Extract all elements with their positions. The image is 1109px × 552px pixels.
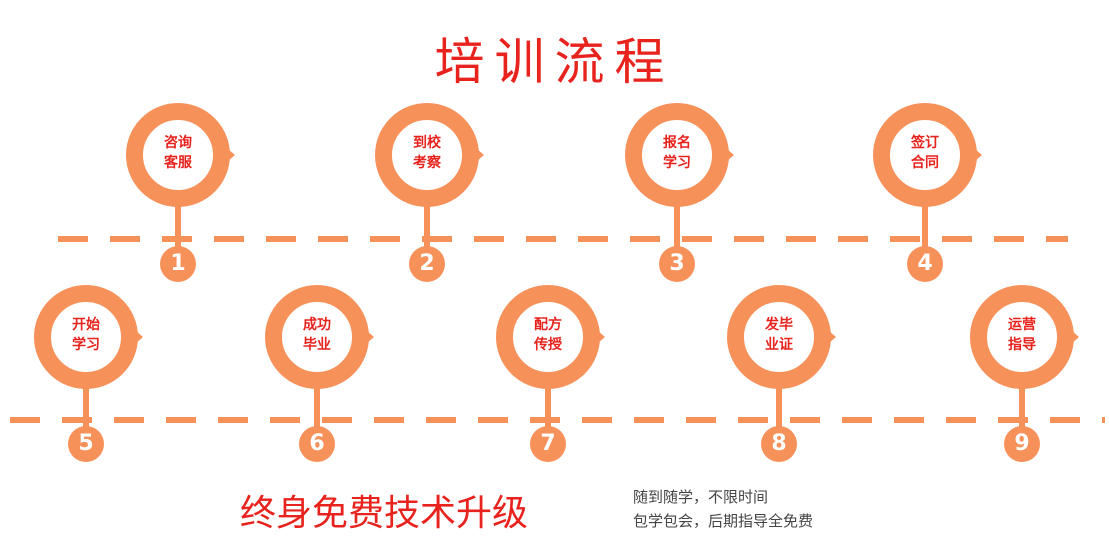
arrow-icon [136,331,143,343]
step-label-line-2: 学习 [663,155,691,171]
connector-stem [776,387,782,444]
step-ring [126,103,230,207]
step-label-line-1: 咨询 [164,135,192,151]
dashed-line-row-1 [58,236,1068,242]
arrow-icon [228,149,235,161]
arrow-icon [727,149,734,161]
slogan: 终身免费技术升级 [240,493,529,534]
step-number: 2 [409,246,445,282]
step-label-line-2: 指导 [1008,337,1036,353]
step-label: 咨询客服 [148,133,208,173]
connector-stem [545,387,551,444]
dashed-line-row-2 [10,417,1105,423]
arrow-icon [829,331,836,343]
step-label-line-2: 合同 [911,155,939,171]
note-line-1: 随到随学，不限时间 [633,488,769,506]
step-label: 配方传授 [518,315,578,355]
step-number: 1 [160,246,196,282]
step-label-line-2: 毕业 [303,337,331,353]
step-label-line-1: 发毕 [765,317,793,333]
step-number: 4 [907,246,943,282]
step-label-line-1: 报名 [663,135,691,151]
step-label: 成功毕业 [287,315,347,355]
connector-stem [1019,387,1025,444]
step-label-line-1: 签订 [911,135,939,151]
step-label-line-1: 配方 [534,317,562,333]
step-number: 7 [530,426,566,462]
arrow-icon [1072,331,1079,343]
step-label: 签订合同 [895,133,955,173]
step-label-line-2: 业证 [765,337,793,353]
step-number: 8 [761,426,797,462]
step-label-line-1: 运营 [1008,317,1036,333]
connector-stem [175,205,181,264]
connector-stem [922,205,928,264]
connector-stem [314,387,320,444]
step-label-line-1: 成功 [303,317,331,333]
step-label: 运营指导 [992,315,1052,355]
step-label: 报名学习 [647,133,707,173]
connector-stem [424,205,430,264]
step-label: 发毕业证 [749,315,809,355]
step-number: 9 [1004,426,1040,462]
step-label-line-2: 考察 [413,155,441,171]
arrow-icon [367,331,374,343]
step-ring [873,103,977,207]
page-title: 培训流程 [434,33,675,91]
arrow-icon [477,149,484,161]
arrow-icon [975,149,982,161]
step-label-line-1: 开始 [72,317,100,333]
step-number: 3 [659,246,695,282]
connector-stem [83,387,89,444]
step-label: 到校考察 [397,133,457,173]
step-label-line-2: 学习 [72,337,100,353]
connector-stem [674,205,680,264]
step-number: 5 [68,426,104,462]
step-number: 6 [299,426,335,462]
note: 随到随学，不限时间 包学包会，后期指导全免费 [633,485,813,533]
arrow-icon [598,331,605,343]
step-label-line-2: 客服 [164,155,192,171]
step-label: 开始学习 [56,315,116,355]
step-label-line-1: 到校 [413,135,441,151]
note-line-2: 包学包会，后期指导全免费 [633,512,814,530]
step-label-line-2: 传授 [534,337,562,353]
